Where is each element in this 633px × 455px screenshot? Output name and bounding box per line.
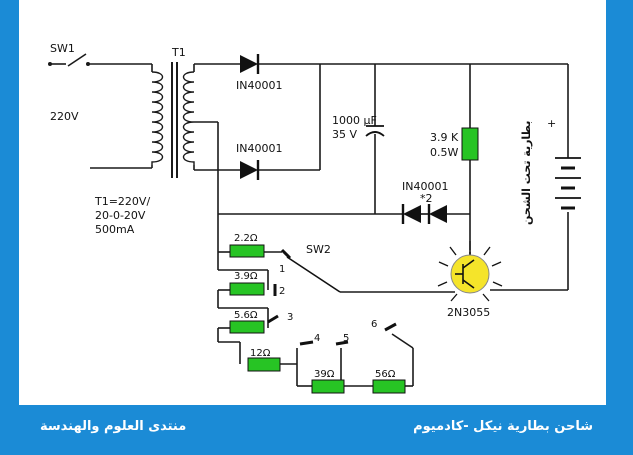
cap-voltage-label: 35 V — [332, 128, 357, 141]
diode-pair-count: *2 — [420, 192, 433, 205]
sw1-switch — [48, 53, 90, 67]
switch-position-label: 6 — [371, 319, 377, 330]
diode-mid-label: IN40001 — [236, 142, 282, 155]
switch-position-label: 2 — [279, 286, 285, 297]
transistor-2n3055 — [437, 241, 503, 302]
sw2-label: SW2 — [306, 243, 331, 256]
switch-position-label: 4 — [314, 333, 320, 344]
switch-position-label: 3 — [287, 312, 293, 323]
battery-plus-label: + — [547, 117, 556, 130]
footer-bar: منتدى العلوم والهندسة شاحن بطارية نيكل -… — [0, 405, 633, 455]
diode-mid — [240, 160, 260, 180]
resistor-label: 56Ω — [375, 369, 396, 380]
switch-position-label: 1 — [279, 264, 285, 275]
res-power-label: 0.5W — [430, 146, 458, 159]
cap-value-label: 1000 µF — [332, 114, 377, 127]
capacitor — [365, 125, 385, 137]
resistor-label: 3.9Ω — [234, 271, 258, 282]
sw1-label: SW1 — [50, 42, 75, 55]
transformer-t1 — [151, 62, 195, 178]
footer-forum-name: منتدى العلوم والهندسة — [40, 419, 187, 434]
resistor-ladder — [229, 244, 406, 394]
diode-top — [240, 54, 260, 74]
switch-position-label: 5 — [343, 333, 349, 344]
battery-label: بطارية تحت الشحن — [520, 121, 533, 225]
resistor-label: 39Ω — [314, 369, 335, 380]
t1-spec-line3: 500mA — [95, 223, 135, 236]
diode-pair-label: IN40001 — [402, 180, 448, 193]
t1-label: T1 — [171, 46, 186, 59]
voltage-label: 220V — [50, 110, 79, 123]
t1-spec-line2: 20-0-20V — [95, 209, 146, 222]
battery — [555, 157, 581, 210]
transistor-label: 2N3055 — [447, 306, 490, 319]
sw2-rotary-switch — [267, 248, 397, 346]
resistor-label: 12Ω — [250, 348, 271, 359]
diode-pair — [401, 204, 447, 224]
diode-top-label: IN40001 — [236, 79, 282, 92]
frame-right — [606, 0, 633, 455]
res-value-label: 3.9 K — [430, 131, 459, 144]
resistor-label: 5.6Ω — [234, 310, 258, 321]
resistor-3k9 — [461, 127, 479, 161]
frame-left — [0, 0, 19, 455]
t1-spec-line1: T1=220V/ — [94, 195, 150, 208]
footer-title: شاحن بطارية نيكل -كادميوم — [413, 419, 593, 434]
resistor-label: 2.2Ω — [234, 233, 258, 244]
